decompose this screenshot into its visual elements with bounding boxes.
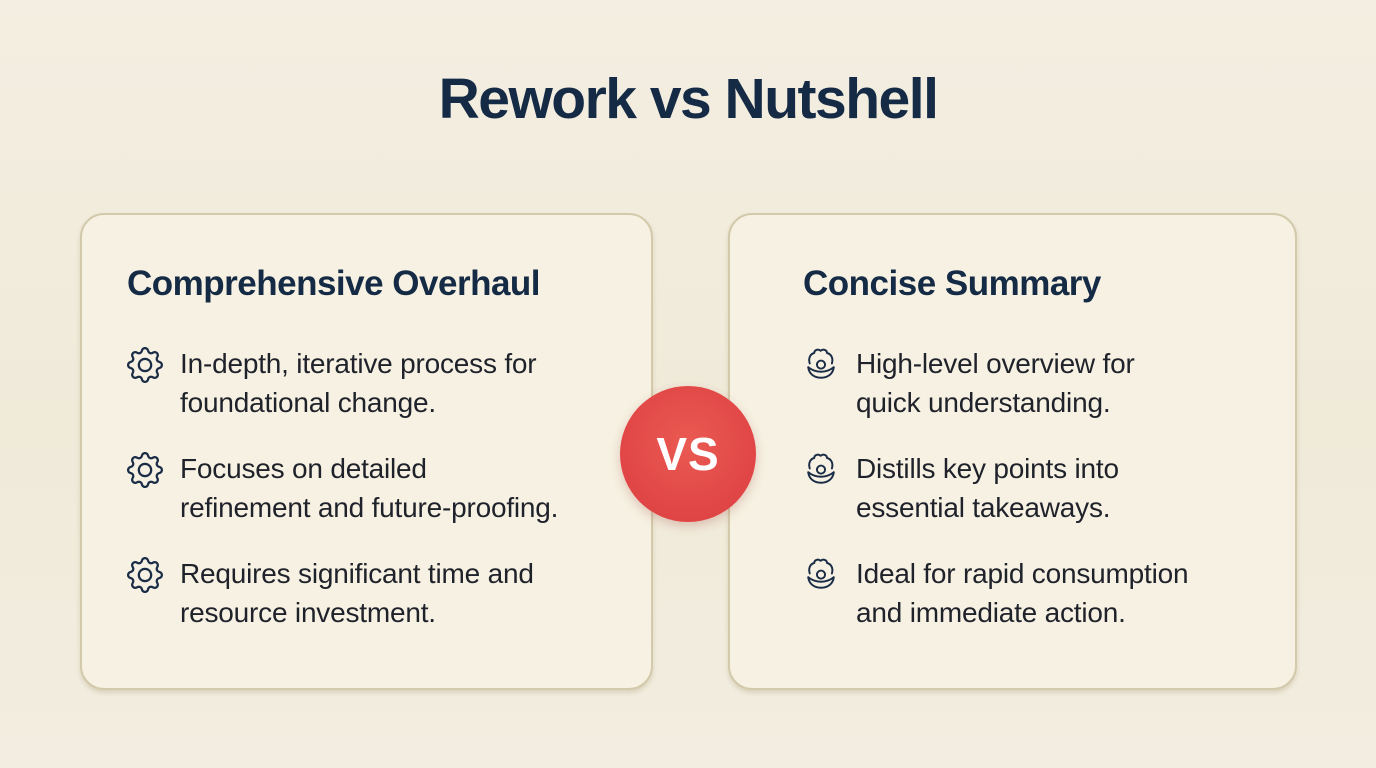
bullet-text: Distills key points into essential takea…	[856, 453, 1119, 523]
bullet-text: Focuses on detailed refinement and futur…	[180, 453, 559, 523]
bullet-text: High-level overview for quick understand…	[856, 348, 1135, 418]
page-title: Rework vs Nutshell	[438, 67, 939, 131]
vs-badge: VS	[620, 386, 756, 522]
gear-icon	[127, 347, 163, 383]
bullet-item: Focuses on detailed refinement and futur…	[127, 449, 631, 527]
card-heading-rework: Comprehensive Overhaul	[127, 264, 541, 303]
bullet-text: In-depth, iterative process for foundati…	[180, 348, 537, 418]
oyster-icon	[803, 557, 839, 593]
bullet-text: Requires significant time and resource i…	[180, 558, 534, 628]
gear-icon	[127, 557, 163, 593]
bullet-item: Ideal for rapid consumption and immediat…	[803, 554, 1275, 632]
gear-icon	[127, 452, 163, 488]
bullet-item: Requires significant time and resource i…	[127, 554, 631, 632]
card-heading-nutshell: Concise Summary	[803, 264, 1101, 303]
bullet-list-nutshell: High-level overview for quick understand…	[803, 344, 1275, 632]
oyster-icon	[803, 452, 839, 488]
comparison-card-rework: Comprehensive Overhaul In-depth, iterati…	[80, 213, 653, 690]
bullet-item: High-level overview for quick understand…	[803, 344, 1275, 422]
comparison-card-nutshell: Concise Summary High-level overview for …	[728, 213, 1297, 690]
bullet-text: Ideal for rapid consumption and immediat…	[856, 558, 1189, 628]
bullet-list-rework: In-depth, iterative process for foundati…	[127, 344, 631, 632]
bullet-item: Distills key points into essential takea…	[803, 449, 1275, 527]
oyster-icon	[803, 347, 839, 383]
bullet-item: In-depth, iterative process for foundati…	[127, 344, 631, 422]
